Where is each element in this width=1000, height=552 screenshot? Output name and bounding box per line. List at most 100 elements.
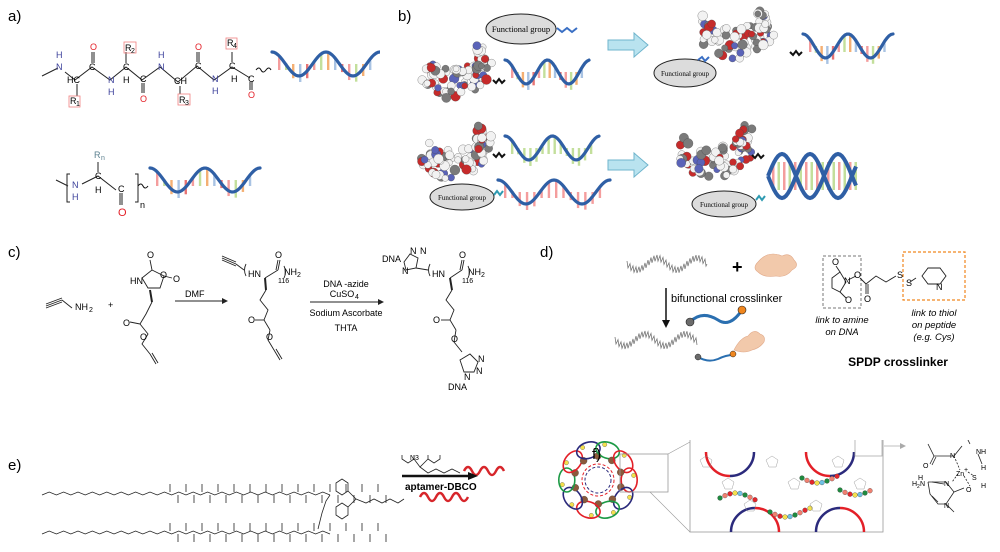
atom-sphere <box>472 41 482 50</box>
panel-a-label: a) <box>8 8 22 25</box>
nucleobase-ring <box>699 455 713 468</box>
amine-note-line1: link to amine <box>815 315 868 326</box>
bead <box>797 510 803 516</box>
dna-base <box>523 148 526 163</box>
dna-base <box>320 54 323 70</box>
atom-sphere <box>736 48 745 57</box>
atom-n: N <box>108 75 115 85</box>
repeat-116: 116 <box>278 278 289 285</box>
dna-base-pair <box>832 162 835 190</box>
strand-arc <box>814 506 841 533</box>
atom-sphere <box>476 81 485 90</box>
functional-group-label: Functional group <box>492 24 550 34</box>
atom-sphere <box>479 156 488 166</box>
atom-sphere <box>447 173 455 182</box>
repeat-unit-labels: R n N H C H C O n <box>72 150 145 219</box>
h2n-subscript: 2 <box>917 484 920 490</box>
dna-base <box>521 72 525 88</box>
dna-base-pair <box>810 162 813 190</box>
dna-strand-b1 <box>503 58 591 90</box>
ssdna-strand <box>626 254 708 274</box>
dna-strand-b3 <box>503 134 601 166</box>
dna-label: DNA <box>448 382 467 392</box>
nucleobase-ring <box>721 477 735 490</box>
atom-o: O <box>248 90 255 100</box>
peptide-amphiphile-aptamer <box>41 523 387 542</box>
dna-base-pair <box>805 162 808 190</box>
dna-base <box>313 63 316 70</box>
atom-n: N <box>950 453 955 460</box>
r1-label: R <box>70 96 77 106</box>
dna-strand-b2 <box>801 32 895 64</box>
panel-c: c) NH 2 + O O O HN O O <box>0 240 490 460</box>
propargylamine <box>45 297 73 309</box>
aptamer-strand <box>418 491 470 503</box>
nucleobase-ring <box>765 455 779 468</box>
atom-n: N <box>56 62 63 72</box>
dna-base <box>504 182 507 198</box>
atom-sphere <box>722 171 730 179</box>
down-arrow <box>662 288 670 328</box>
crosslinker-glyph <box>685 305 747 327</box>
inner-ring <box>581 463 615 497</box>
atom-sphere <box>731 42 739 50</box>
atom-c: C <box>95 171 102 181</box>
zn-complex-structure <box>927 433 983 513</box>
reaction-arrow-dmf <box>175 298 228 304</box>
atom-sphere <box>420 155 429 164</box>
dna-base <box>576 192 580 209</box>
detail-arrowhead <box>900 443 906 449</box>
bead <box>717 495 723 501</box>
dna-base <box>866 46 869 62</box>
atom-h: H <box>72 192 79 202</box>
panel-b-label: b) <box>398 8 412 25</box>
bead <box>804 477 810 483</box>
zn-complex-labels: N NH H O H Zn + S H H 2 N N O N <box>912 449 986 510</box>
rn-subscript: n <box>101 155 105 162</box>
atom-sphere <box>433 153 444 164</box>
dna-base <box>571 148 575 164</box>
peptide-space-fill <box>676 121 757 181</box>
atom-sphere <box>721 44 729 52</box>
thiol-note-line2: on peptide <box>912 320 956 331</box>
bead <box>842 489 848 495</box>
atom-h: H <box>231 74 238 84</box>
atom-n: N <box>464 372 471 382</box>
atom-n: N <box>212 74 219 84</box>
dna-label: DNA <box>382 254 401 264</box>
strand-arc <box>839 506 866 533</box>
atom-sphere <box>748 30 755 38</box>
atom-h: H <box>56 50 63 60</box>
dna-base <box>809 37 812 52</box>
atom-sphere <box>712 28 722 38</box>
dna-base <box>820 46 823 62</box>
dna-base <box>540 191 543 198</box>
atom-sphere <box>474 121 483 131</box>
inner-ring <box>584 466 612 494</box>
panel-d: d) + bifunctional crosslinker <box>490 240 1000 440</box>
r1-subscript: 1 <box>76 101 80 108</box>
panel-f: f) N N <box>540 433 1000 547</box>
atom-sphere <box>454 156 462 164</box>
functionalization-schematic: Functional group Functional group Functi… <box>417 6 895 218</box>
nucleobase-ring <box>831 455 845 468</box>
zinc-charge: + <box>964 467 968 474</box>
dna-polypeptide-product <box>403 253 479 373</box>
strand-loop <box>595 441 621 460</box>
dna-base <box>883 43 886 52</box>
alkyl-peptide-backbone <box>41 491 331 496</box>
dna-base <box>854 38 858 52</box>
bead <box>611 510 616 515</box>
dna-base <box>547 138 550 154</box>
dna-strand-a-bottom <box>148 166 262 198</box>
atom-sphere <box>441 93 452 103</box>
bead <box>732 490 738 496</box>
amine-note-line2: on DNA <box>825 327 858 338</box>
atom-c: C <box>140 74 147 84</box>
strand-arc <box>829 451 856 478</box>
rn-label: R <box>94 150 101 160</box>
atom-o: O <box>147 250 154 260</box>
dna-base <box>348 64 351 81</box>
dna-base <box>589 145 593 154</box>
peptide-space-fill <box>697 6 778 63</box>
